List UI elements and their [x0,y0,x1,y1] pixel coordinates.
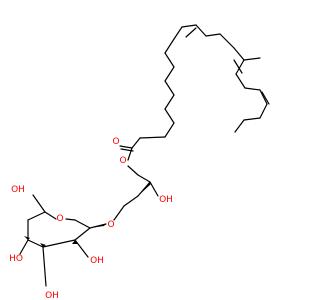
bond-line [164,80,175,96]
bond-line [127,165,139,176]
bond-line [137,174,151,183]
bond-line [42,246,47,287]
bond-line [195,24,207,37]
bond-line [181,24,197,28]
bond-line [233,59,243,74]
bond-line [185,27,197,38]
stereo-bonds [24,182,151,247]
c4-hydroxyl-label: HO [9,254,23,264]
bond-line [164,38,175,54]
stereo-wedge [40,243,46,247]
bond-line [244,87,261,91]
bond-line [164,94,175,110]
stereo-wedge [72,240,78,244]
bond-line [243,117,261,121]
ester-link-oxygen-label: O [119,156,126,166]
structure-canvas: O O OH O O OH HO OH OH [9,24,270,300]
bond-line [243,57,261,61]
bond-line [164,122,175,138]
bond-lines [19,24,270,287]
bond-line [173,26,183,40]
ester-carbonyl-oxygen-label: O [112,137,119,147]
bond-line [235,59,245,75]
bond-line [164,66,175,82]
bond-line [27,239,44,248]
bond-line [164,108,175,124]
bond-line [32,194,46,213]
glycerol-hydroxyl-label: OH [159,195,173,205]
stereo-wedge [90,224,106,228]
bond-line [19,239,29,255]
bond-line [259,89,268,105]
stereo-wedge [138,182,151,196]
bond-line [119,145,133,149]
ring-oxygen-label: O [56,214,63,224]
bond-line [259,103,268,119]
stereo-wedge [24,236,30,240]
c3-hydroxyl-label: OH [45,291,59,300]
bond-line [44,211,57,220]
bond-line [233,47,245,61]
bond-line [27,211,46,221]
ether-oxygen-label: O [107,220,114,230]
bond-line [164,52,175,68]
bond-line [205,33,221,37]
atom-labels: O O OH O O OH HO OH OH [9,137,173,300]
bond-line [123,195,139,207]
bond-line [219,33,235,49]
bond-line [235,73,246,89]
bond-line [65,218,76,221]
bond-line [149,181,159,197]
bond-line [139,136,166,139]
bond-line [74,239,89,258]
bond-line [74,227,91,241]
bond-line [261,91,270,105]
c6-hydroxyl-label: OH [11,185,25,195]
bond-line [131,137,141,149]
bond-line [113,205,125,221]
bond-line [42,239,76,248]
c2-hydroxyl-label: OH [90,256,104,266]
bond-line [74,219,91,229]
bond-line [234,119,245,133]
bond-line [127,147,133,161]
